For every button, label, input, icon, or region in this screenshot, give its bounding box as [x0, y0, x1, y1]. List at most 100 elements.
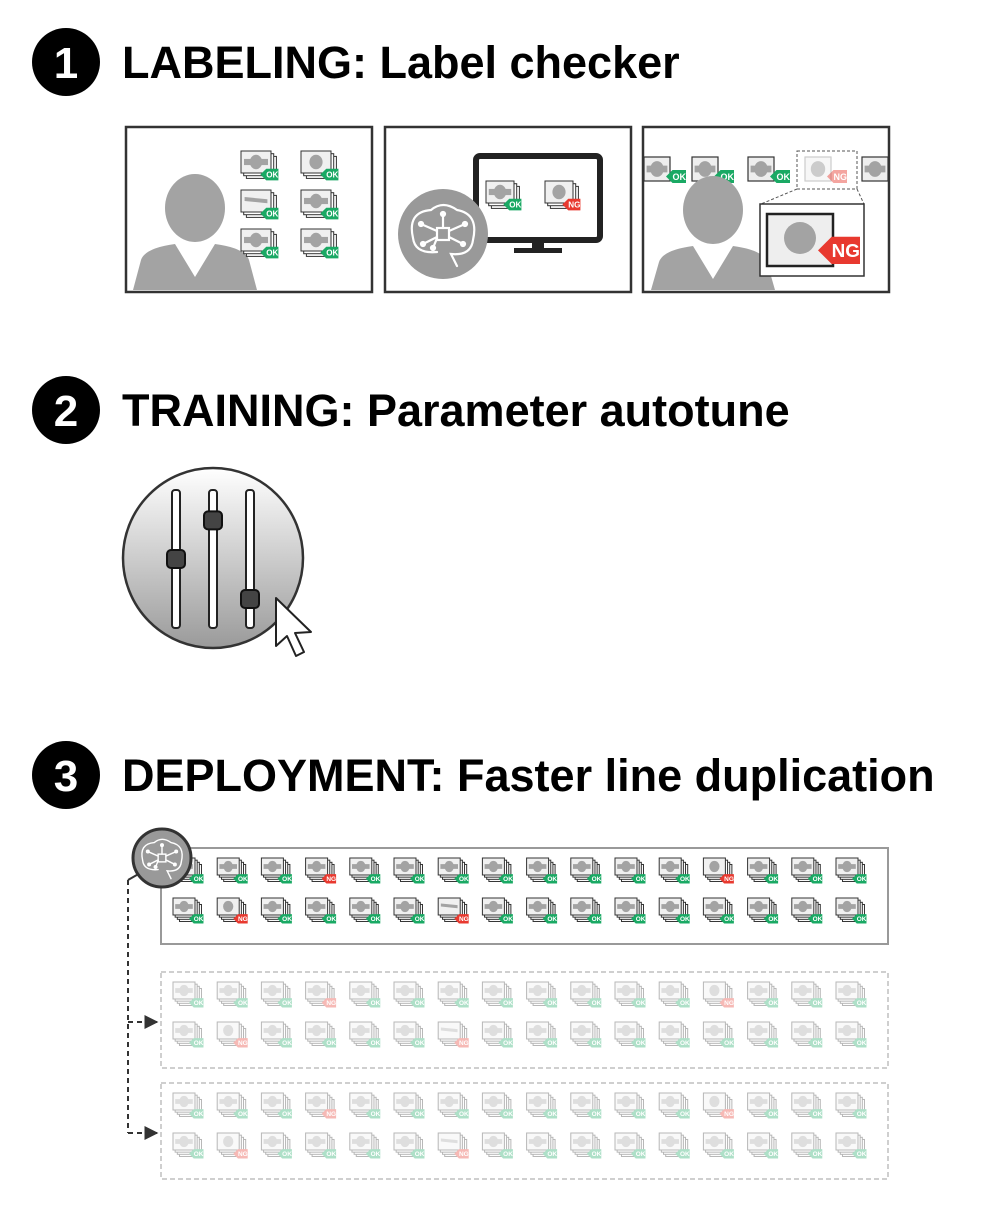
tag-label: OK: [547, 1151, 557, 1158]
tag-label: OK: [547, 876, 557, 883]
image-card-stack: OK: [614, 897, 646, 924]
ng-tag: NG: [827, 170, 847, 183]
tag-label: OK: [371, 1151, 381, 1158]
image-card-stack: OK: [835, 1021, 867, 1048]
image-card-stack: OK: [349, 1092, 381, 1119]
slider-knob: [166, 549, 186, 569]
tag-label: OK: [503, 1111, 513, 1118]
tag-label: OK: [238, 1111, 248, 1118]
ok-tag: OK: [498, 874, 513, 884]
tag-label: OK: [636, 876, 646, 883]
tag-label: OK: [680, 916, 690, 923]
ng-tag: NG: [818, 236, 860, 264]
ok-tag: OK: [807, 998, 823, 1008]
image-card-stack: OK: [216, 1092, 248, 1119]
image-card-stack: OK: [747, 981, 778, 1008]
image-card-stack: OK: [658, 1132, 690, 1159]
image-card-stack: OK: [702, 1132, 734, 1159]
tag-label: NG: [326, 1000, 336, 1007]
image-card-stack: OK: [300, 150, 339, 181]
tag-label: NG: [834, 172, 848, 182]
person-icon: [133, 174, 257, 290]
person-icon: [651, 176, 775, 290]
tag-label: OK: [680, 1000, 690, 1007]
image-card-stack: OK: [481, 1132, 513, 1159]
ok-tag: OK: [807, 914, 823, 924]
tag-label: OK: [371, 916, 381, 923]
tag-label: OK: [636, 1151, 646, 1158]
tag-label: OK: [459, 876, 469, 883]
ok-tag: OK: [277, 914, 292, 924]
section-2-header: 2 TRAINING: Parameter autotune: [32, 376, 790, 444]
image-card-stack: NG: [544, 180, 581, 211]
image-card-stack: OK: [481, 1092, 513, 1119]
ok-tag: OK: [675, 914, 690, 924]
image-card-stack: OK: [658, 1021, 690, 1048]
section-title: DEPLOYMENT: Faster line duplication: [122, 750, 935, 801]
slider: [203, 489, 223, 629]
ok-tag: OK: [503, 198, 522, 211]
ok-tag: OK: [189, 998, 204, 1008]
ok-tag: OK: [852, 998, 867, 1008]
image-card-stack: OK: [240, 150, 279, 181]
ok-tag: OK: [763, 1038, 778, 1048]
zoomed-defect-view: NG: [759, 203, 865, 277]
tag-label: OK: [415, 876, 425, 883]
section-title: LABELING: Label checker: [122, 37, 680, 88]
tag-label: OK: [636, 1000, 646, 1007]
ok-tag: OK: [277, 1109, 292, 1119]
deployment-lines: OK OK OK NG OK OK OK OK OK OK OK OK NG OK OK OK OK NG OK OK…: [127, 827, 889, 1180]
image-card-stack: OK: [260, 1132, 292, 1159]
tag-label: NG: [459, 1040, 469, 1047]
image-card-stack: NG: [305, 857, 337, 884]
image-card-stack: OK: [349, 857, 381, 884]
tag-label: OK: [415, 1111, 425, 1118]
tag-label: OK: [768, 876, 778, 883]
image-card-stack: OK: [791, 981, 823, 1008]
ok-tag: OK: [631, 1038, 646, 1048]
image-card-stack: OK: [526, 981, 557, 1008]
ng-tag: NG: [321, 998, 337, 1008]
ok-tag: OK: [852, 1109, 867, 1119]
image-card-stack: OK: [437, 1092, 469, 1119]
image-card-stack: OK: [393, 1021, 425, 1048]
ok-tag: OK: [410, 914, 425, 924]
ok-tag: OK: [410, 1109, 425, 1119]
image-card-stack: OK: [747, 1092, 778, 1119]
ok-tag: OK: [675, 1149, 690, 1159]
tag-label: OK: [326, 1151, 336, 1158]
ok-tag: OK: [189, 1149, 204, 1159]
image-card-stack: OK: [526, 1092, 557, 1119]
ok-tag: OK: [675, 1109, 690, 1119]
tag-label: OK: [282, 1111, 292, 1118]
ok-tag: OK: [542, 1149, 557, 1159]
ok-tag: OK: [763, 874, 778, 884]
image-card-stack: OK: [216, 981, 248, 1008]
image-card-stack: NG: [216, 897, 248, 924]
tag-label: OK: [503, 1000, 513, 1007]
image-card-stack: OK: [702, 897, 734, 924]
tag-label: OK: [547, 1111, 557, 1118]
image-card-stack: OK: [172, 1092, 204, 1119]
panel-ai-labeling: OK NG: [383, 125, 633, 294]
image-card-stack: NG: [437, 1021, 469, 1048]
inspected-card: OK: [643, 156, 687, 183]
image-card-stack: OK: [835, 981, 867, 1008]
tag-label: OK: [592, 1040, 602, 1047]
tag-label: OK: [459, 1111, 469, 1118]
ok-tag: OK: [233, 998, 248, 1008]
step-badge: [32, 28, 100, 96]
ok-tag: OK: [277, 1038, 292, 1048]
ng-tag: NG: [233, 1149, 248, 1159]
image-card-stack: OK: [614, 857, 646, 884]
tag-label: OK: [592, 1111, 602, 1118]
image-card-stack: OK: [240, 189, 279, 220]
ok-tag: OK: [320, 168, 339, 181]
tag-label: OK: [194, 916, 204, 923]
tag-label: OK: [266, 209, 278, 218]
tag-label: OK: [592, 876, 602, 883]
tag-label: OK: [415, 1040, 425, 1047]
